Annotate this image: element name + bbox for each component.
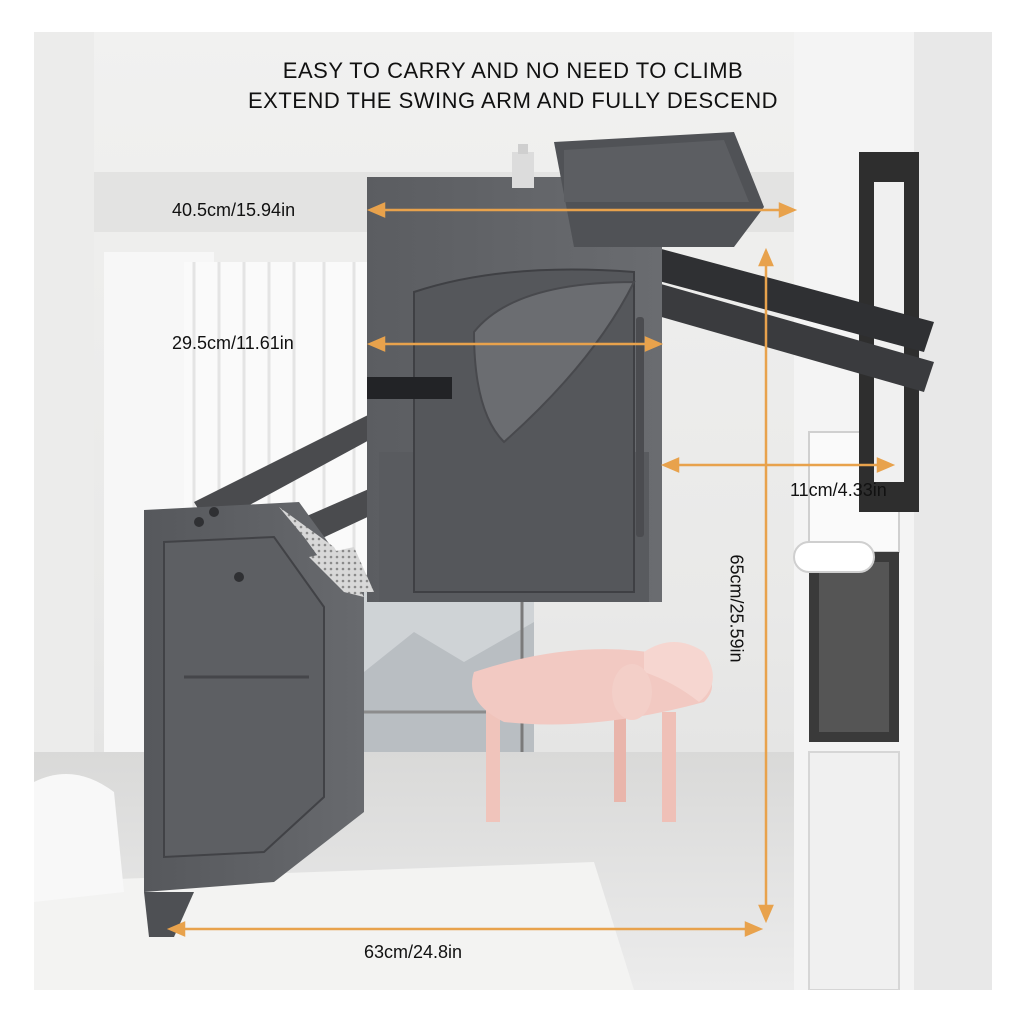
height-label: 65cm/25.59in — [726, 554, 747, 663]
dimension-arrows — [166, 202, 896, 937]
upper-cabinet — [367, 132, 764, 602]
inner-width-label: 29.5cm/11.61in — [172, 333, 294, 353]
base-width-label: 63cm/24.8in — [364, 942, 463, 962]
headline-line-2: EXTEND THE SWING ARM AND FULLY DESCEND — [248, 88, 778, 113]
product-photo: EASY TO CARRY AND NO NEED TO CLIMB EXTEN… — [34, 32, 992, 990]
top-width-label: 40.5cm/15.94in — [172, 200, 296, 220]
kitchen-scene-illustration — [34, 32, 992, 990]
pink-chair — [472, 642, 713, 822]
headline-line-1: EASY TO CARRY AND NO NEED TO CLIMB — [282, 58, 744, 83]
lower-basket — [144, 502, 374, 937]
depth-label: 11cm/4.33in — [790, 480, 887, 500]
